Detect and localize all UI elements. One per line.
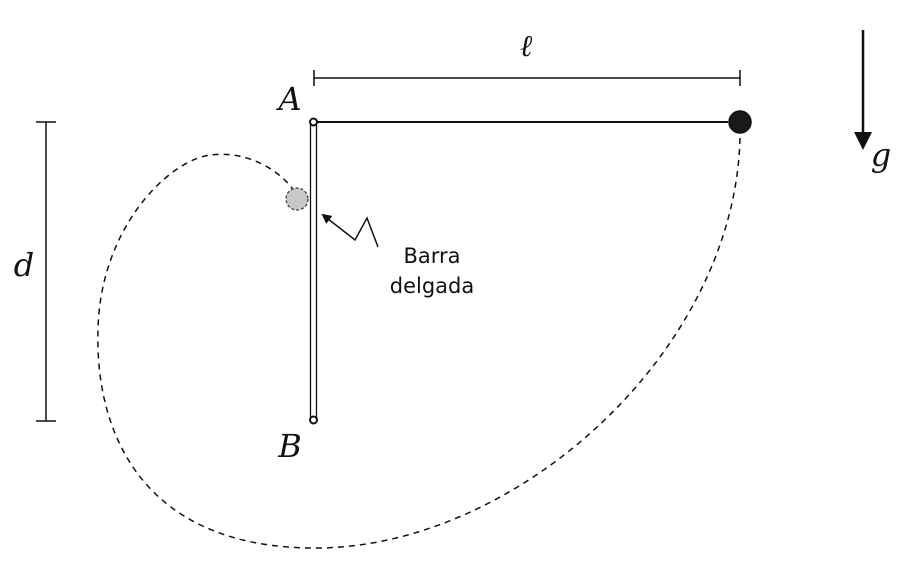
point-b-label: B	[277, 427, 302, 465]
rod-caption-line1: Barra	[403, 244, 460, 268]
length-label: ℓ	[520, 29, 533, 64]
rod-caption-line2: delgada	[390, 274, 474, 298]
ghost-bob	[285, 187, 309, 211]
distance-label: d	[14, 246, 34, 284]
trajectory-path	[97, 137, 741, 549]
thin-rod	[309, 121, 318, 421]
gravity-arrow-head	[854, 132, 872, 150]
rod-caption-leader	[321, 213, 379, 248]
distance-dimension	[36, 121, 56, 422]
point-b-marker	[309, 415, 318, 425]
pendulum-bob	[728, 110, 752, 134]
gravity-label: g	[871, 136, 891, 174]
point-a-label: A	[275, 80, 301, 118]
length-dimension	[313, 70, 741, 86]
point-a-marker	[309, 117, 318, 127]
